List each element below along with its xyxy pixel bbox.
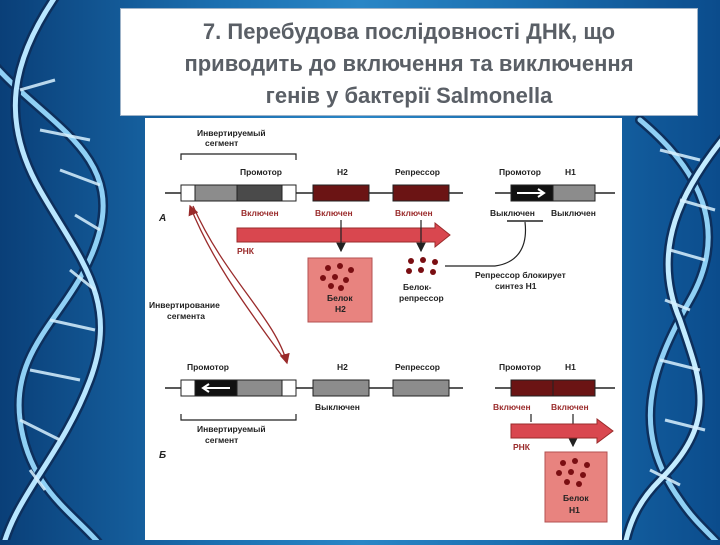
a-inv-segment-bracket — [180, 153, 297, 160]
a-h2-label: H2 — [337, 167, 348, 177]
b-inv-segment-label-2: сегмент — [205, 435, 238, 445]
b-protein-h1-dots — [556, 458, 590, 487]
b-promoter-arrow-icon — [201, 383, 230, 393]
b-rna-arrow — [510, 418, 614, 444]
a-protein-h2-label-1: Белок — [327, 293, 353, 303]
b-segment-body — [236, 379, 283, 397]
inversion-arrow-up — [188, 204, 288, 364]
b-inv-segment-label-1: Инвертируемый — [197, 424, 266, 434]
title-line-2: приводить до включення та виключення — [184, 51, 634, 76]
a-inv-segment-label-2: сегмент — [205, 138, 238, 148]
a-protein-h2-label-2: H2 — [335, 304, 346, 314]
a-rna-label: РНК — [237, 246, 255, 256]
b-segment-end-right — [281, 379, 297, 397]
a-promoter-label: Промотор — [240, 167, 282, 177]
a-repressor-block-connector — [445, 221, 527, 267]
a-segment-end-left — [180, 184, 196, 202]
b-protein-h1-label-2: H1 — [569, 505, 580, 515]
a-repressor-label: Репрессор — [395, 167, 440, 177]
a-h1-promoter-label: Промотор — [499, 167, 541, 177]
panel-a-label: А — [158, 213, 166, 224]
inversion-label-1: Инвертирование — [149, 300, 220, 310]
figure-svg: Инвертируемый сегмент Промотор H2 Репрес… — [149, 128, 615, 523]
a-gene-repressor — [392, 184, 450, 202]
a-h1-label: H1 — [565, 167, 576, 177]
a-gene-h2 — [312, 184, 370, 202]
b-rna-label: РНК — [513, 442, 531, 452]
b-state-h2: Выключен — [315, 402, 360, 412]
b-h1-promoter-label: Промотор — [499, 362, 541, 372]
title-line-3: генів у бактерії Salmonella — [265, 83, 553, 108]
inversion-arrow-down — [192, 205, 290, 365]
b-segment-end-left — [180, 379, 196, 397]
a-rna-arrow — [236, 221, 451, 249]
b-promoter-label: Промотор — [187, 362, 229, 372]
inversion-label-2: сегмента — [167, 311, 205, 321]
a-state-promoter: Включен — [241, 208, 279, 218]
a-state-h2: Включен — [315, 208, 353, 218]
title-box: 7. Перебудова послідовності ДНК, що прив… — [120, 8, 698, 116]
a-protein-h2-dots — [320, 263, 354, 291]
b-gene-repressor — [392, 379, 450, 397]
a-gene-h1 — [552, 184, 596, 202]
gene-regulation-figure: Инвертируемый сегмент Промотор H2 Репрес… — [145, 118, 622, 540]
a-promoter-box — [236, 184, 283, 202]
a-h1-promoter-arrow-icon — [517, 188, 546, 198]
b-protein-h1-label-1: Белок — [563, 493, 589, 503]
a-h1-state-gene: Выключен — [551, 208, 596, 218]
panel-b-label: Б — [159, 450, 166, 461]
a-repressor-note-1: Репрессор блокирует — [475, 270, 566, 280]
a-protein-repressor-label-1: Белок- — [403, 282, 432, 292]
a-inv-segment-label-1: Инвертируемый — [197, 128, 266, 138]
b-h1-state-promoter: Включен — [493, 402, 531, 412]
b-gene-h2 — [312, 379, 370, 397]
b-h1-state-gene: Включен — [551, 402, 589, 412]
a-protein-repressor-label-2: репрессор — [399, 293, 444, 303]
a-repressor-note-2: синтез H1 — [495, 281, 537, 291]
b-repressor-label: Репрессор — [395, 362, 440, 372]
b-h2-label: H2 — [337, 362, 348, 372]
b-h1-promoter-box — [510, 379, 554, 397]
a-h1-state-promoter: Выключен — [490, 208, 535, 218]
b-gene-h1 — [552, 379, 596, 397]
a-segment-body — [194, 184, 238, 202]
title-line-1: 7. Перебудова послідовності ДНК, що — [202, 19, 616, 44]
b-inv-segment-bracket — [180, 414, 297, 421]
a-repressor-protein-dots — [406, 257, 438, 275]
a-segment-end-right — [281, 184, 297, 202]
a-state-repressor: Включен — [395, 208, 433, 218]
b-h1-label: H1 — [565, 362, 576, 372]
